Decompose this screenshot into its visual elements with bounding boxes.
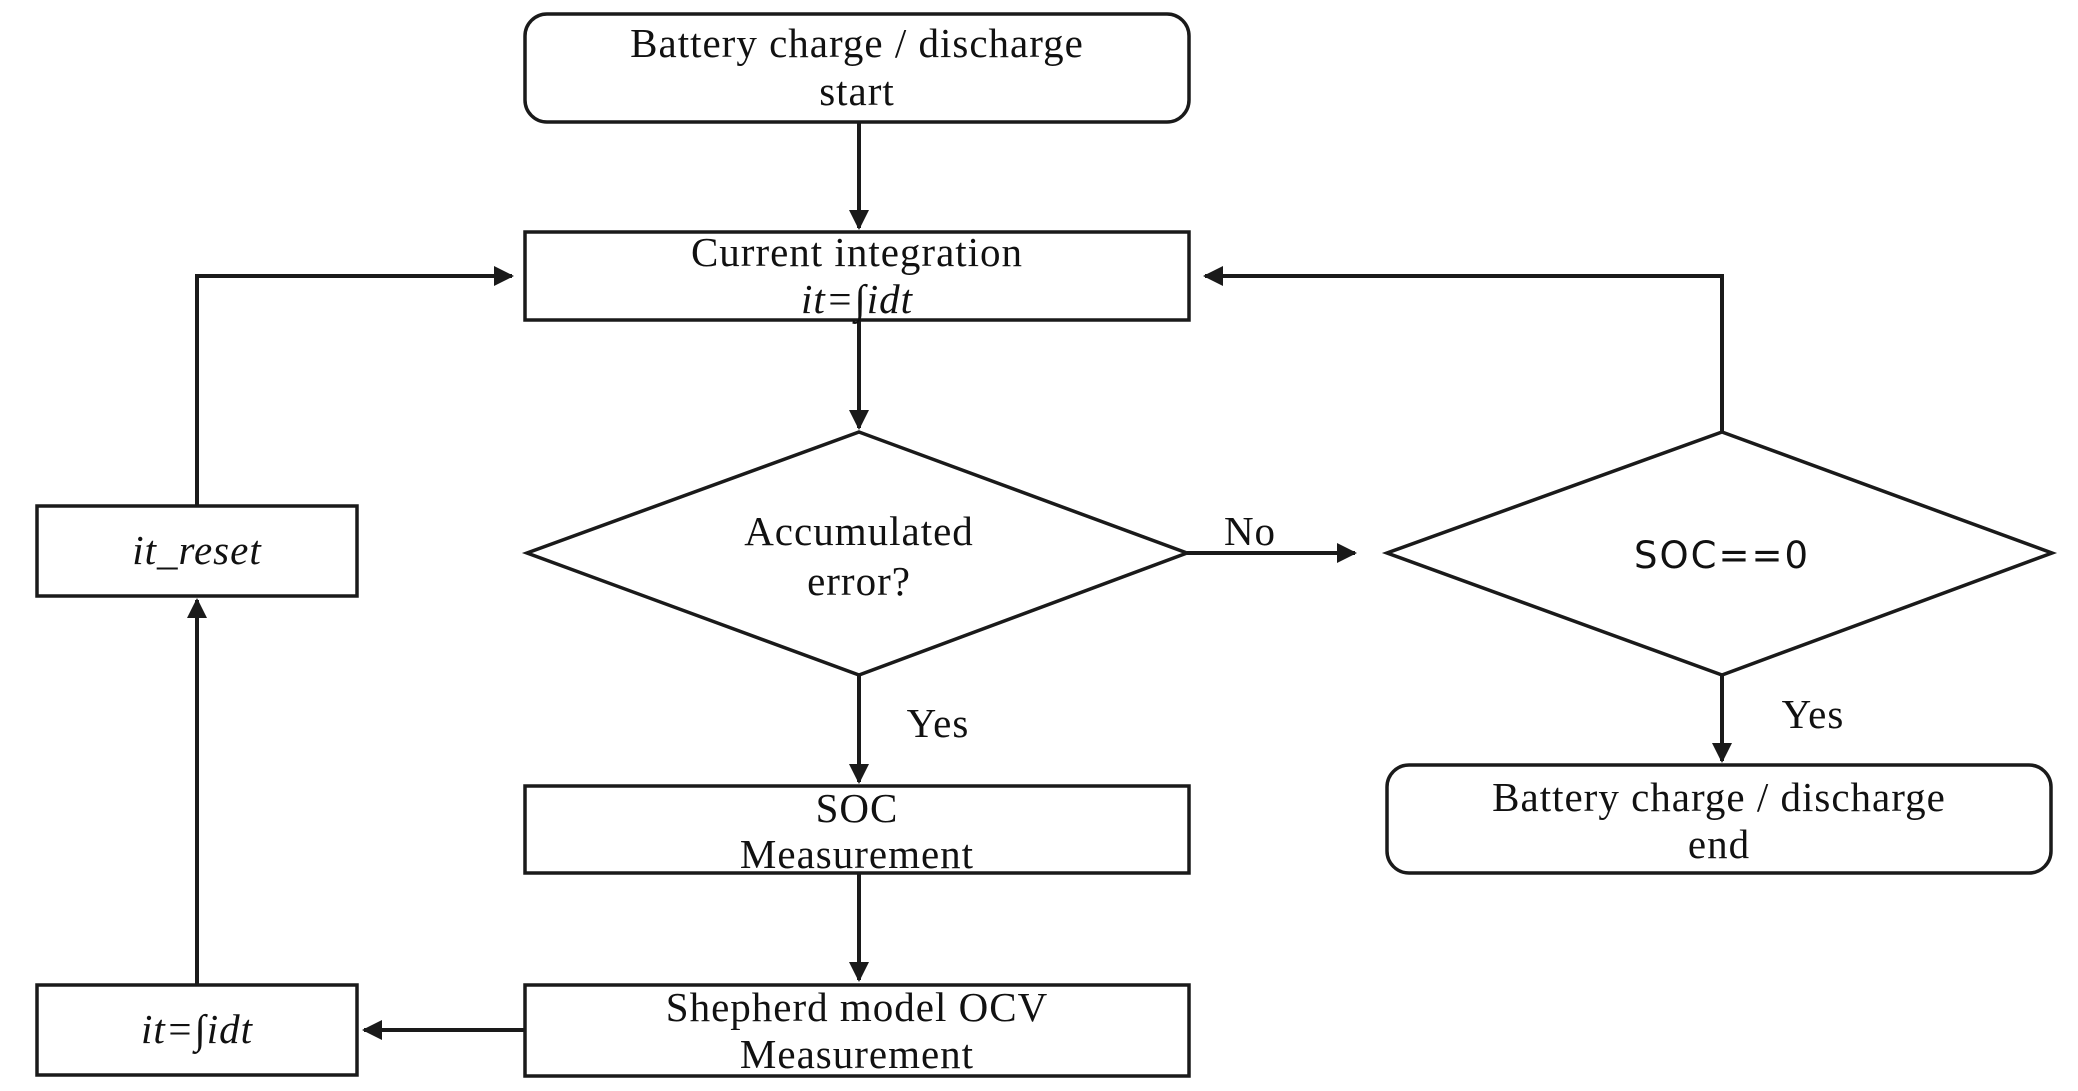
- start-label-line2: start: [819, 68, 895, 114]
- end-node: Battery charge / discharge end: [1385, 763, 2053, 875]
- it-reset-label: it_reset: [132, 527, 262, 573]
- shepherd-label-line2: Measurement: [740, 1031, 974, 1077]
- accumulated-error-label-line1: Accumulated: [744, 508, 974, 554]
- edge-it-reset-to-integration: [195, 266, 514, 506]
- shepherd-ocv-node: Shepherd model OCV Measurement: [523, 983, 1191, 1078]
- edge-label-yes-soc: Yes: [1782, 691, 1845, 737]
- end-label-line1: Battery charge / discharge: [1492, 774, 1946, 820]
- soc-measurement-label-line1: SOC: [816, 785, 899, 831]
- end-label-line2: end: [1688, 821, 1750, 867]
- accumulated-error-decision: Accumulated error?: [521, 430, 1193, 677]
- current-integration-label: Current integration: [691, 229, 1023, 275]
- edge-label-yes-error: Yes: [907, 700, 970, 746]
- soc-measurement-label-line2: Measurement: [740, 831, 974, 877]
- accumulated-error-label-line2: error?: [807, 558, 911, 604]
- current-integration-formula: it=∫idt: [801, 276, 914, 324]
- start-node: Battery charge / discharge start: [523, 12, 1191, 124]
- soc-zero-decision: SOC==0: [1381, 430, 2058, 677]
- soc-zero-label: SOC==0: [1634, 534, 1810, 577]
- it-integral-label: it=∫idt: [141, 1006, 254, 1054]
- edge-label-no: No: [1224, 508, 1276, 554]
- edge-soc-check-to-integration: [1203, 266, 1724, 432]
- current-integration-node: Current integration it=∫idt: [523, 229, 1191, 324]
- it-reset-node: it_reset: [35, 504, 359, 598]
- start-label-line1: Battery charge / discharge: [630, 20, 1084, 66]
- soc-measurement-node: SOC Measurement: [523, 784, 1191, 877]
- it-integral-node: it=∫idt: [35, 983, 359, 1077]
- shepherd-label-line1: Shepherd model OCV: [666, 984, 1048, 1030]
